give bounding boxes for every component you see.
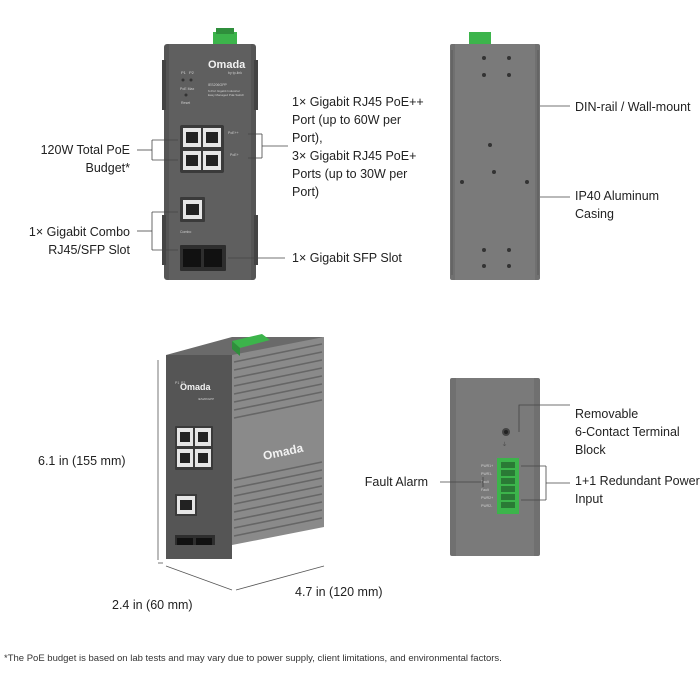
front-reset-label: Reset xyxy=(181,101,190,105)
terminal-label-2: Fault xyxy=(481,480,489,484)
width-label: 4.7 in (120 mm) xyxy=(295,585,383,599)
isometric-device: Omada Omada P1 P2 IES206GPP xyxy=(166,334,324,559)
din-rail-label: DIN-rail / Wall-mount xyxy=(575,100,691,114)
iso-front-brand: Omada xyxy=(180,382,212,392)
footnote: *The PoE budget is based on lab tests an… xyxy=(4,653,502,664)
height-label: 6.1 in (155 mm) xyxy=(38,454,126,468)
terminal-label-5: PWR2- xyxy=(481,504,493,508)
terminal-label-0: PWR1+ xyxy=(481,464,493,468)
terminal-label-1: PWR1- xyxy=(481,472,493,476)
front-brand: Omada xyxy=(208,59,246,71)
depth-label: 2.4 in (60 mm) xyxy=(112,598,193,612)
front-model: IES206GPP xyxy=(208,83,228,87)
iso-model: IES206GPP xyxy=(198,397,214,401)
front-brand-sub: by tp-link xyxy=(228,71,242,75)
front-switch: Omada by tp-link P1 P2 PoE Max Reset IES… xyxy=(162,28,258,280)
iso-p2-label: P2 xyxy=(181,381,185,385)
front-desc1: 6-Port Gigabit Industrial xyxy=(208,89,240,93)
svg-text:⏚: ⏚ xyxy=(502,441,507,448)
front-desc2: Easy Managed PoE Switch xyxy=(208,93,245,97)
poe-ports-label: 1× Gigabit RJ45 PoE++Port (up to 60W per… xyxy=(292,95,424,199)
front-combo-label: Combo xyxy=(180,230,191,234)
front-poepp-label: PoE++ xyxy=(228,131,239,135)
fault-alarm-label: Fault Alarm xyxy=(364,475,428,489)
sfp-label: 1× Gigabit SFP Slot xyxy=(292,251,402,265)
front-poep-label: PoE+ xyxy=(230,153,239,157)
terminal-label-3: Fault xyxy=(481,488,489,492)
terminal-label-4: PWR2+ xyxy=(481,496,493,500)
front-poemax-label: PoE Max xyxy=(180,87,194,91)
top-view-device: ⏚ PWR1+ PWR1- Fault Fault PWR2+ PWR2- xyxy=(450,378,540,556)
front-p1-label: P1 xyxy=(181,70,187,75)
iso-p1-label: P1 xyxy=(175,381,179,385)
front-p2-label: P2 xyxy=(189,70,195,75)
side-view-device xyxy=(450,32,540,280)
